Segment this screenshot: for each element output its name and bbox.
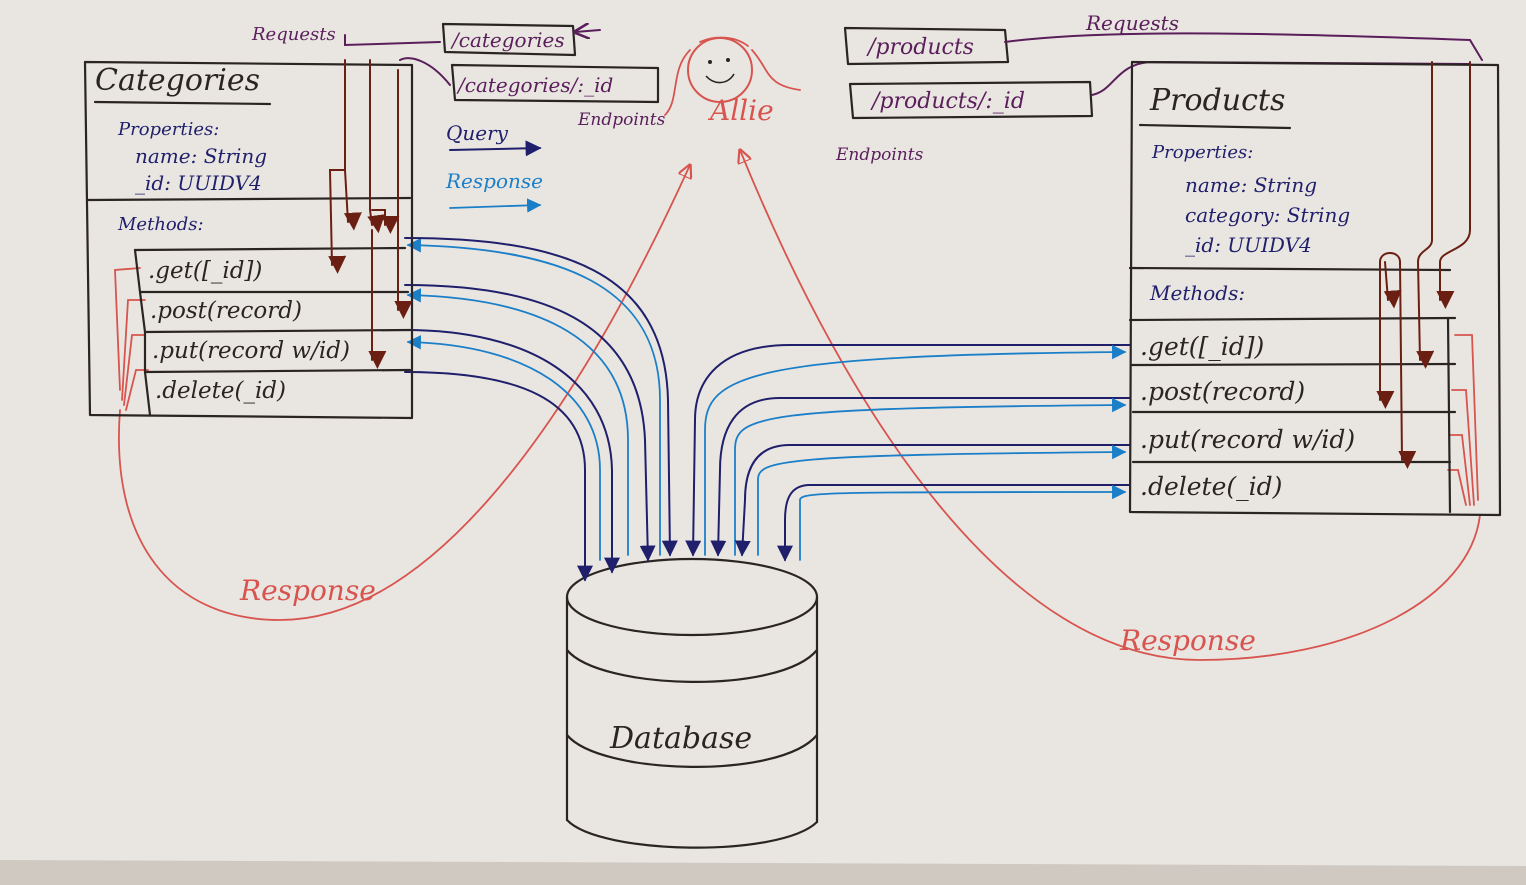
products-method-get: .get([_id]) [1140, 332, 1264, 361]
requests-label-categories: Requests [251, 24, 336, 45]
response-arc-categories [114, 165, 690, 621]
requests-arrow-allie-categories [575, 30, 601, 32]
categories-method-put: .put(record w/id) [152, 338, 350, 364]
products-methods-label: Methods: [1149, 281, 1245, 305]
requests-connector-products [1004, 32, 1483, 61]
categories-model-box [83, 60, 414, 420]
products-property: category: String [1185, 203, 1350, 227]
legend-response-arrow [449, 198, 542, 213]
response-label-products: Response [1119, 624, 1256, 657]
categories-method-post: .post(record) [150, 298, 302, 324]
categories-model-title: Categories [95, 63, 260, 98]
legend-response-label: Response [445, 169, 543, 193]
categories-properties-label: Properties: [117, 119, 219, 140]
requests-label-products: Requests [1085, 11, 1179, 35]
categories-method-get: .get([_id]) [148, 258, 262, 284]
legend-query-arrow [449, 140, 542, 157]
response-label-categories: Response [239, 574, 376, 607]
products-property: _id: UUIDV4 [1185, 233, 1312, 257]
allie-label: Allie [707, 94, 774, 127]
endpoint-box-products-id [848, 80, 1094, 120]
categories-property: _id: UUIDV4 [135, 171, 262, 195]
endpoint-box-categories [441, 22, 577, 57]
endpoint-categories: /categories [450, 28, 565, 52]
categories-method-delete: .delete(_id) [155, 378, 286, 404]
endpoint-categories-id: /categories/:_id [456, 73, 613, 97]
categories-property: name: String [135, 144, 267, 168]
request-arrows-categories [328, 59, 413, 369]
db-connections-categories [404, 237, 678, 582]
products-method-delete: .delete(_id) [1140, 472, 1282, 501]
request-arrows-products [1376, 61, 1471, 469]
endpoint-box-products [843, 26, 1010, 66]
products-method-put: .put(record w/id) [1140, 425, 1355, 454]
products-model-title: Products [1149, 83, 1285, 118]
database-cylinder [565, 557, 819, 849]
paper-edge-shadow [0, 860, 1526, 885]
endpoint-box-categories-id [450, 63, 660, 104]
products-method-post: .post(record) [1140, 377, 1305, 406]
db-connections-products [685, 344, 1131, 562]
response-arc-products [740, 150, 1481, 661]
database-label: Database [609, 721, 752, 756]
endpoints-label-categories: Endpoints [577, 110, 666, 130]
endpoints-label-products: Endpoints [835, 145, 924, 165]
products-properties-label: Properties: [1151, 142, 1253, 163]
endpoint-products-id: /products/:_id [870, 89, 1025, 114]
requests-connector-categories-2 [399, 57, 451, 86]
legend-query-label: Query [446, 121, 509, 145]
products-property: name: String [1185, 173, 1317, 197]
allie-figure [664, 36, 801, 116]
requests-connector-categories [344, 34, 441, 47]
endpoint-products: /products [866, 35, 974, 60]
categories-methods-label: Methods: [117, 214, 204, 235]
